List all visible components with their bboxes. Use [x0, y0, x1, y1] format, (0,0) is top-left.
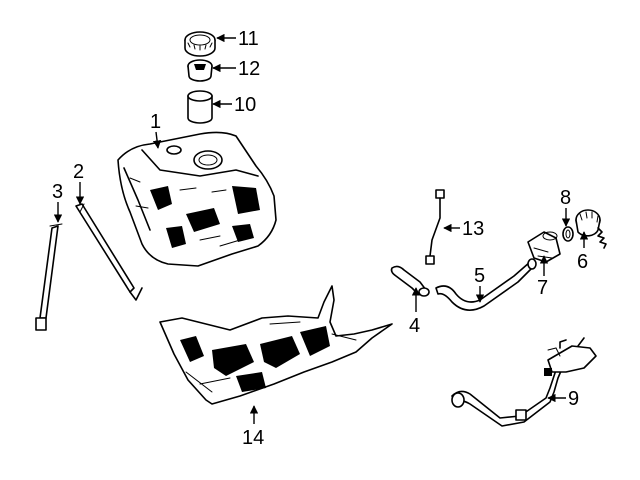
part-11-lock-ring [184, 31, 216, 57]
part-14-heat-shield [159, 285, 393, 405]
part-8-o-ring [562, 226, 574, 242]
callout-10: 10 [234, 94, 256, 116]
callout-7: 7 [537, 277, 548, 299]
part-7-filler-neck [527, 231, 561, 263]
part-9-canister-assembly [451, 337, 597, 427]
part-10-fuel-pump-module [187, 90, 213, 124]
callout-11: 11 [238, 28, 259, 50]
part-5-filler-pipe [435, 258, 537, 311]
callout-8: 8 [560, 187, 571, 209]
part-12-seal [187, 59, 213, 82]
callout-12: 12 [238, 58, 260, 80]
callout-13: 13 [462, 218, 484, 240]
leader-lines [53, 33, 589, 424]
callout-labels: 11 12 10 1 2 3 13 8 6 7 5 4 9 14 [52, 28, 588, 449]
callout-2: 2 [73, 161, 84, 183]
callout-14: 14 [242, 427, 264, 449]
part-1-fuel-tank [117, 131, 277, 267]
part-4-hose [390, 265, 430, 297]
callout-5: 5 [474, 265, 485, 287]
callout-1: 1 [150, 111, 161, 133]
part-6-filler-cap [575, 209, 607, 249]
callout-4: 4 [409, 315, 420, 337]
part-13-sensor-wire [425, 189, 445, 265]
callout-3: 3 [52, 181, 63, 203]
callout-9: 9 [568, 388, 579, 410]
part-3-tank-strap [35, 223, 63, 331]
callout-6: 6 [577, 251, 588, 273]
